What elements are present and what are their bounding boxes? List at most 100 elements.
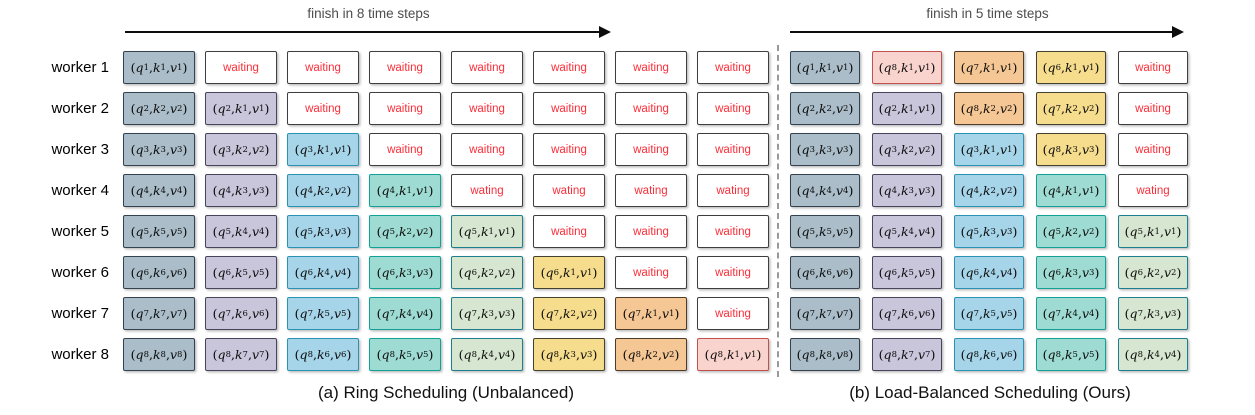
waiting-cell: waiting [533,51,605,84]
waiting-cell: wating [533,174,605,207]
waiting-cell: waiting [615,133,687,166]
waiting-cell: waiting [697,133,769,166]
waiting-cell: waiting [615,51,687,84]
waiting-cell: waiting [1118,133,1188,166]
waiting-cell: waiting [369,133,441,166]
timeline-arrow-right-line [790,25,1184,39]
waiting-cell: waiting [615,256,687,289]
waiting-cell: waiting [533,215,605,248]
waiting-cell: waiting [697,92,769,125]
waiting-cell: waiting [697,256,769,289]
waiting-cell: waiting [615,92,687,125]
waiting-cell: waiting [697,297,769,330]
waiting-cell: wating [1118,174,1188,207]
worker-label: worker 4 [51,182,109,199]
waiting-cell: waiting [697,51,769,84]
waiting-cell: wating [451,174,523,207]
timeline-arrow-left-label: finish in 8 time steps [307,6,430,21]
waiting-cell: waiting [369,92,441,125]
waiting-cell: wating [697,174,769,207]
worker-label: worker 2 [51,100,109,117]
worker-label: worker 3 [51,141,109,158]
timeline-arrow-left: finish in 8 time steps [125,0,612,39]
waiting-cell: waiting [1118,92,1188,125]
worker-label: worker 7 [51,305,109,322]
worker-label: worker 5 [51,223,109,240]
waiting-cell: waiting [697,215,769,248]
waiting-cell: waiting [287,51,359,84]
panel-divider [777,45,779,377]
waiting-cell: waiting [451,51,523,84]
waiting-cell: waiting [533,92,605,125]
worker-label: worker 6 [51,264,109,281]
worker-label: worker 8 [51,346,109,363]
waiting-cell: waiting [451,92,523,125]
